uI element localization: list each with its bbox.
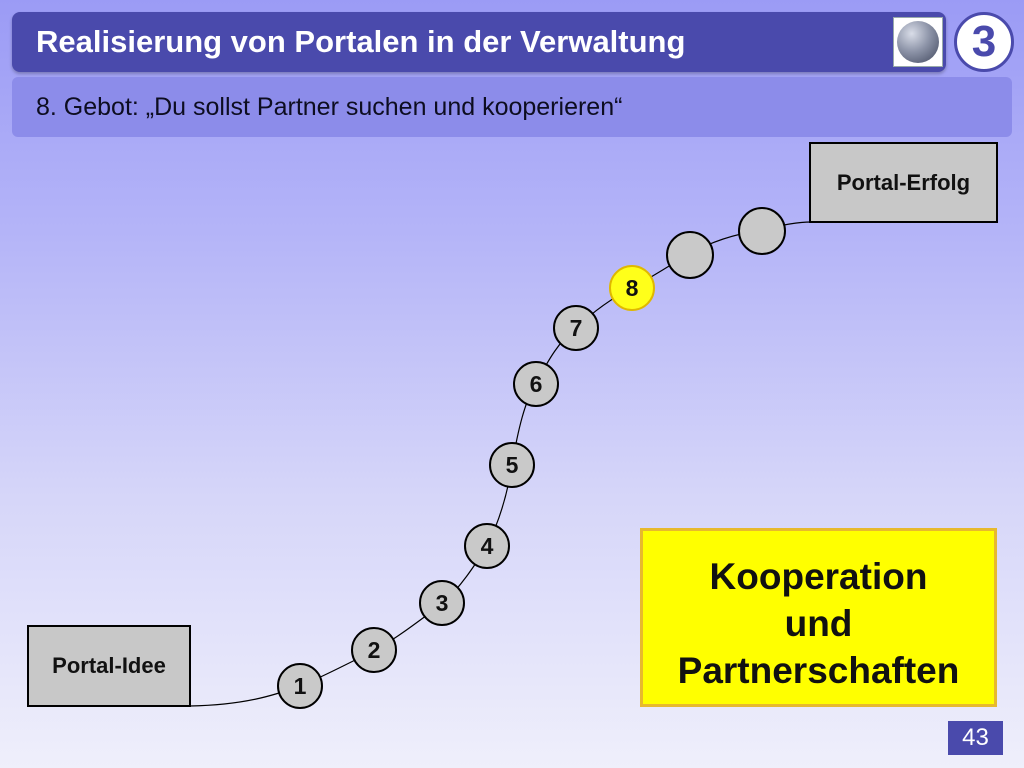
portal-erfolg-box: Portal-Erfolg	[809, 142, 998, 223]
step-2-label: 2	[367, 636, 381, 663]
callout-box: Kooperation und Partnerschaften	[640, 528, 997, 707]
step-5-label: 5	[505, 451, 519, 478]
step-10	[738, 207, 786, 255]
step-8-label: 8	[625, 274, 639, 301]
chapter-badge: 3	[954, 12, 1014, 72]
slide-title: Realisierung von Portalen in der Verwalt…	[36, 24, 686, 59]
step-6-label: 6	[529, 370, 543, 397]
logo	[893, 17, 943, 67]
callout-line-1: Kooperation	[709, 556, 928, 597]
portal-idee-label: Portal-Idee	[52, 653, 166, 678]
portal-erfolg-label: Portal-Erfolg	[836, 169, 971, 195]
step-4-label: 4	[480, 532, 494, 559]
step-7: 7	[553, 305, 599, 351]
step-5: 5	[489, 442, 535, 488]
subtitle-bar: 8. Gebot: „Du sollst Partner suchen und …	[12, 77, 1012, 137]
callout-line-3: Partnerschaften	[677, 650, 960, 691]
step-9	[666, 231, 714, 279]
step-1: 1	[277, 663, 323, 709]
title-bar: Realisierung von Portalen in der Verwalt…	[12, 12, 946, 72]
step-2: 2	[351, 627, 397, 673]
step-4: 4	[464, 523, 510, 569]
step-3: 3	[419, 580, 465, 626]
page-number: 43	[948, 721, 1003, 755]
logo-icon	[897, 21, 939, 63]
step-8: 8	[609, 265, 655, 311]
portal-idee-box: Portal-Idee	[27, 625, 191, 707]
step-1-label: 1	[293, 672, 307, 699]
slide-subtitle: 8. Gebot: „Du sollst Partner suchen und …	[36, 93, 623, 121]
chapter-number: 3	[971, 17, 997, 66]
step-6: 6	[513, 361, 559, 407]
step-7-label: 7	[569, 314, 583, 341]
callout-line-2: und	[784, 603, 853, 644]
step-3-label: 3	[435, 589, 449, 616]
